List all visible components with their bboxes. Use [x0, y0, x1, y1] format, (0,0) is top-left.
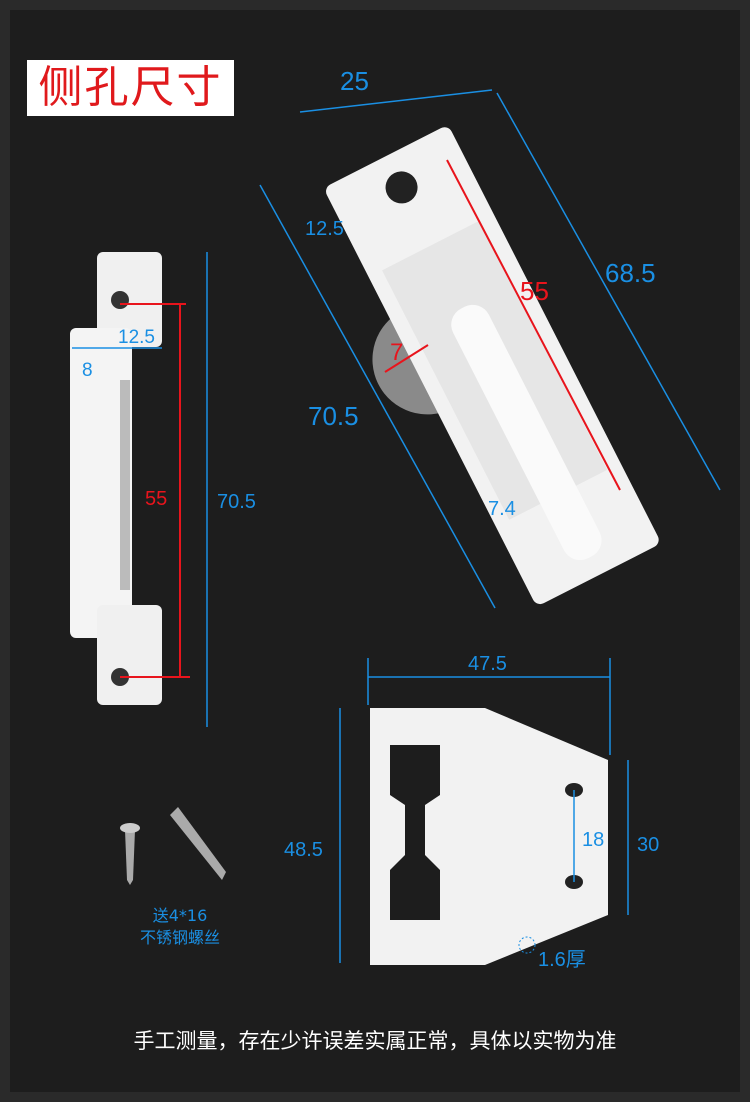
dim-thickness: 1.6厚 [538, 949, 586, 971]
screws-image [120, 807, 226, 885]
dim-plate-holes: 18 [582, 829, 604, 851]
dim-hole-spacing: 55 [520, 276, 549, 306]
dim-side-holes: 55 [145, 488, 167, 510]
screw-hole [385, 171, 418, 204]
screw-note-line1: 送4*16 [152, 906, 208, 925]
title-label: 侧孔尺寸 [27, 60, 234, 116]
side-view-part [70, 252, 162, 705]
handle [451, 304, 602, 561]
dim-plate-right-height: 30 [637, 834, 659, 856]
dim-side-total: 70.5 [217, 491, 256, 513]
dim-side-width: 8 [82, 360, 93, 381]
latch-body [326, 127, 659, 605]
dim-top-offset: 12.5 [305, 218, 344, 240]
dim-handle: 7 [390, 339, 403, 366]
screw-note-line2: 不锈钢螺丝 [139, 928, 220, 947]
dim-top-width: 25 [340, 66, 369, 96]
dim-top-total: 70.5 [308, 401, 359, 431]
dim-bottom-offset: 7.4 [488, 498, 516, 520]
footer-note: 手工测量，存在少许误差实属正常，具体以实物为准 [133, 1029, 617, 1053]
screw-note: 送4*16 不锈钢螺丝 [100, 905, 260, 949]
dim-plate-width: 47.5 [468, 653, 507, 675]
dim-top-length: 68.5 [605, 258, 656, 288]
dim-side-offset: 12.5 [118, 327, 155, 348]
dim-plate-height: 48.5 [284, 839, 323, 861]
